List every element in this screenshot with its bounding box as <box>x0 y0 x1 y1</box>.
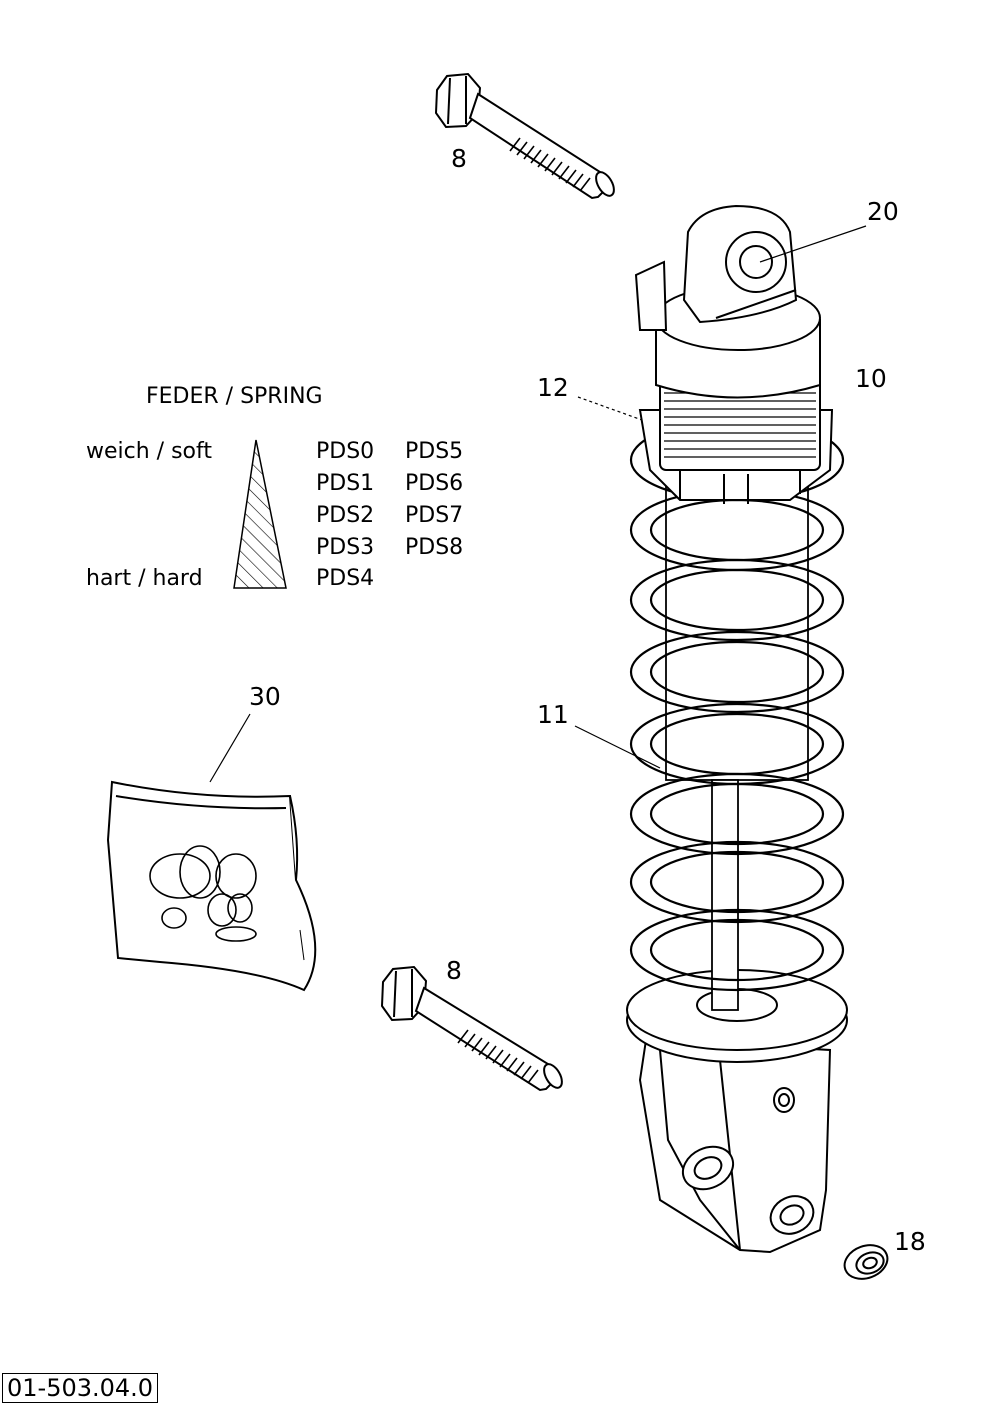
shock-absorber <box>626 204 848 1254</box>
spring-option: PDS7 <box>405 503 464 528</box>
spring-option: PDS6 <box>405 471 464 496</box>
diagram-code: 01-503.04.0 <box>2 1373 159 1403</box>
callout-seal-kit: 30 <box>249 682 281 711</box>
callout-bolt-top: 8 <box>451 144 467 173</box>
callout-adjuster-ring: 12 <box>537 373 569 402</box>
legend-hard-label: hart / hard <box>86 566 203 591</box>
callout-bolt-bottom: 8 <box>446 956 462 985</box>
spring-option: PDS5 <box>405 439 464 464</box>
spring-option: PDS4 <box>316 566 375 591</box>
spring-option: PDS1 <box>316 471 375 496</box>
spring-option: PDS8 <box>405 535 464 560</box>
legend-title: FEDER / SPRING <box>146 384 323 409</box>
bushing-part <box>843 1244 889 1280</box>
callout-eye-bushing: 20 <box>867 197 899 226</box>
hardness-wedge-icon <box>233 439 287 589</box>
callout-bushing: 18 <box>894 1227 926 1256</box>
callout-shock-body: 10 <box>855 364 887 393</box>
bolt-top <box>434 72 615 200</box>
spring-option: PDS3 <box>316 535 375 560</box>
callout-spring: 11 <box>537 700 569 729</box>
seal-kit-bag <box>106 780 317 992</box>
spring-option: PDS0 <box>316 439 375 464</box>
spring-option: PDS2 <box>316 503 375 528</box>
bolt-bottom <box>380 965 563 1092</box>
legend-soft-label: weich / soft <box>86 439 212 464</box>
leader-lines <box>209 225 867 783</box>
